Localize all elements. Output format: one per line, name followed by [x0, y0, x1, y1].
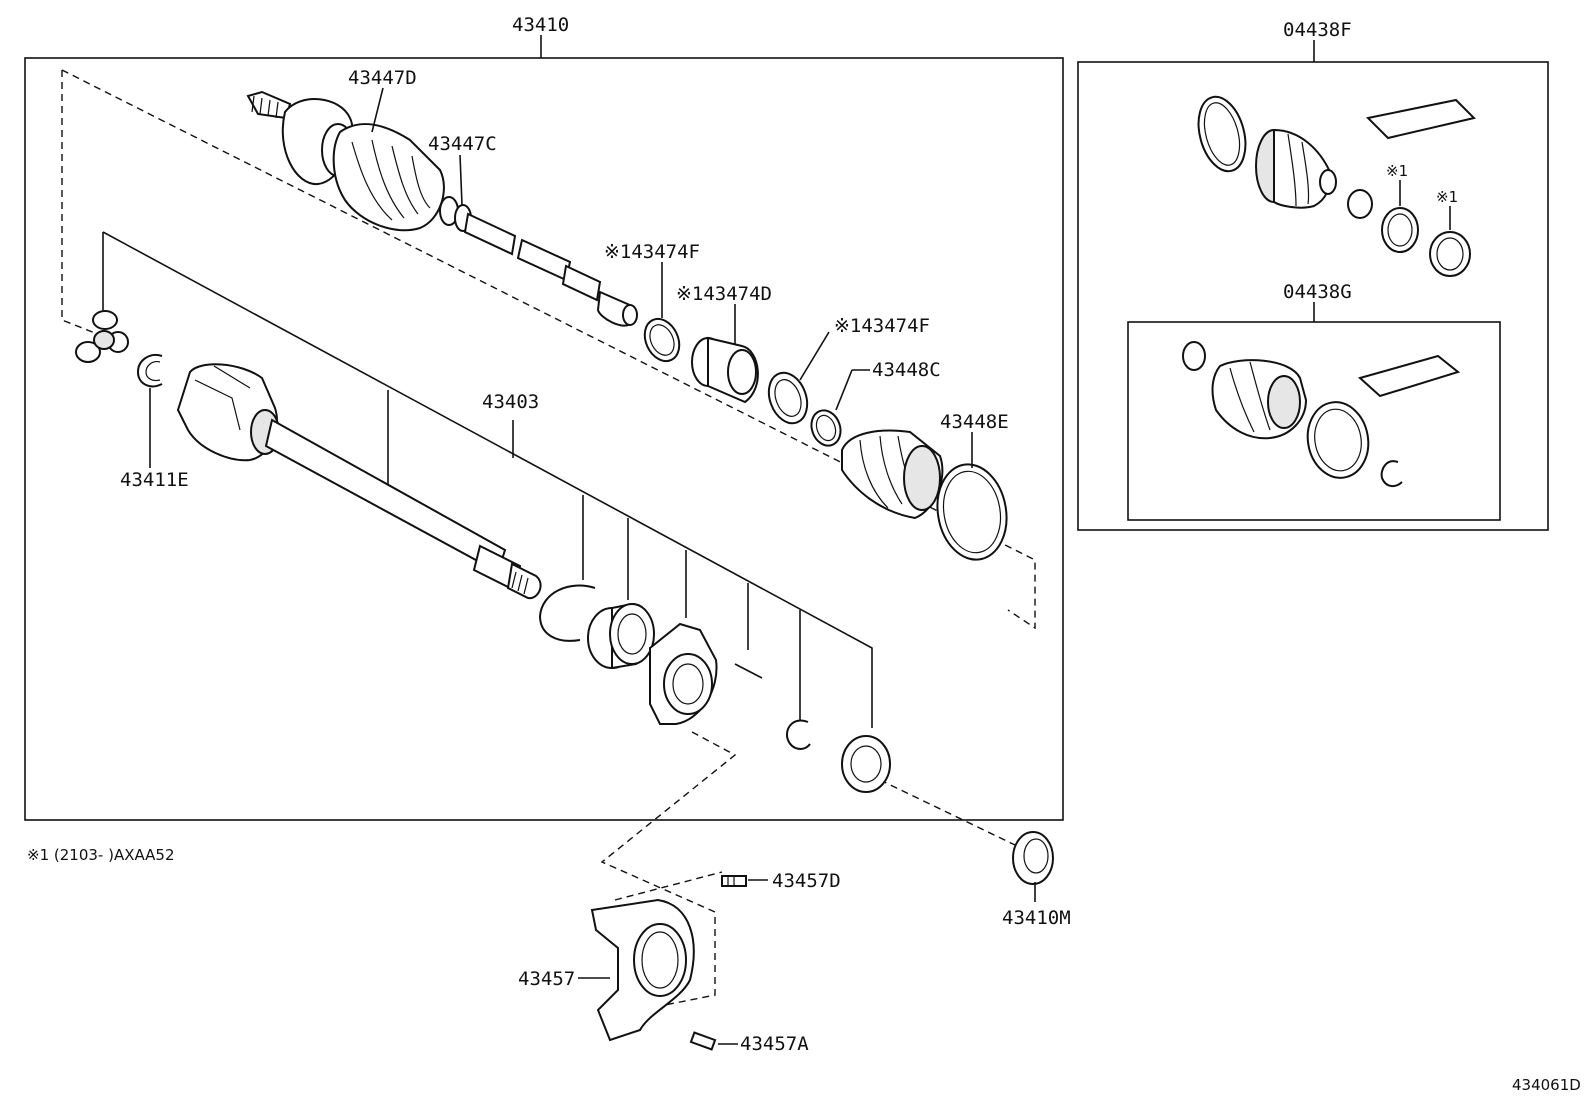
tripod-joint	[75, 310, 129, 363]
snap-ring-shaft	[538, 584, 596, 642]
kit-04438F-frame	[1077, 61, 1549, 531]
oil-seal	[841, 735, 891, 793]
kit-inner-snap-ring	[1380, 460, 1403, 488]
label-43448E: 43448E	[940, 411, 1009, 433]
footnote: ※1 (2103- )AXAA52	[27, 846, 175, 864]
inner-joint-housing	[176, 363, 280, 462]
kit-outer-large-clamp	[1197, 95, 1247, 173]
inner-boot	[841, 429, 944, 520]
inner-clamp-43448C	[810, 409, 842, 447]
bearing-housing	[649, 622, 718, 725]
figure-code: 434061D	[1512, 1076, 1581, 1094]
label-04438G: 04438G	[1283, 281, 1352, 303]
label-43403: 43403	[482, 391, 539, 413]
damper-43474D	[691, 336, 759, 404]
label-04438F: 04438F	[1283, 19, 1352, 41]
label-43457: 43457	[518, 968, 575, 990]
label-43474F-2: ※143474F	[834, 315, 930, 337]
bearing	[587, 602, 655, 670]
clamp-43474F-b	[767, 371, 809, 425]
kit-outer-boot	[1255, 128, 1337, 209]
label-43411E: 43411E	[120, 469, 189, 491]
dust-seal-43410M	[1012, 831, 1054, 885]
kit-inner-grease	[1357, 354, 1461, 398]
kit-inner-large-clamp	[1306, 401, 1370, 479]
kit-inner-small-clamp	[1182, 341, 1206, 371]
kit-outer-clamp-n1-b	[1429, 231, 1471, 277]
kit-outer-clamp-n1-a	[1381, 207, 1419, 253]
bolt-43457D	[721, 875, 747, 887]
clamp-43474F-a	[643, 317, 681, 363]
label-43447D: 43447D	[348, 67, 417, 89]
kit-outer-grease	[1365, 98, 1476, 140]
assembly-frame	[24, 57, 1064, 821]
label-43410: 43410	[512, 14, 569, 36]
label-43410M: 43410M	[1002, 907, 1071, 929]
outer-cv-joint	[246, 90, 638, 327]
label-43447C: 43447C	[428, 133, 497, 155]
clip-ring	[786, 719, 811, 750]
snap-ring-43411E	[136, 354, 163, 388]
kit-outer-small-clamp	[1347, 189, 1373, 219]
label-43474D: ※143474D	[676, 283, 772, 305]
kit-note-2: ※1	[1436, 188, 1458, 206]
kit-note-1: ※1	[1386, 162, 1408, 180]
label-43457D: 43457D	[772, 870, 841, 892]
label-43448C: 43448C	[872, 359, 941, 381]
label-43457A: 43457A	[740, 1033, 809, 1055]
label-43474F-1: ※143474F	[604, 241, 700, 263]
inner-clamp-43448E	[936, 463, 1008, 561]
bracket-43457	[590, 898, 695, 1042]
bolt-43457A	[689, 1031, 717, 1051]
kit-inner-boot	[1211, 359, 1308, 440]
